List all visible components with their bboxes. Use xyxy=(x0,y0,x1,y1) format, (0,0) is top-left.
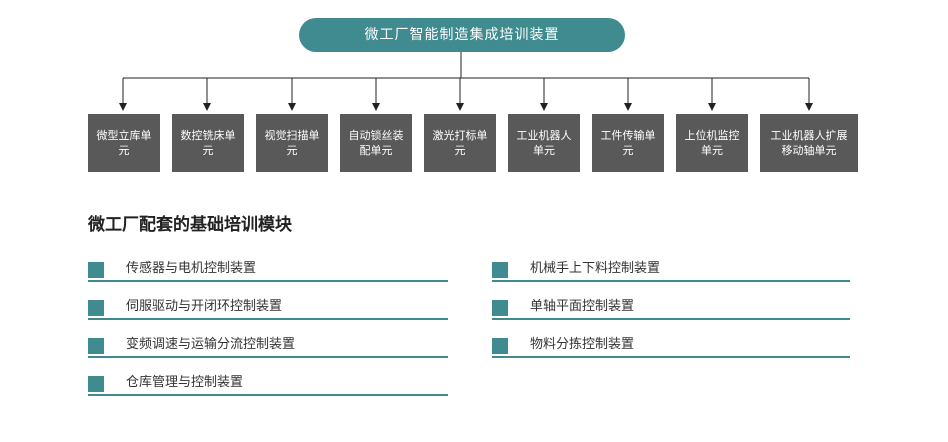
module-label: 物料分拣控制装置 xyxy=(530,337,635,352)
module-square-icon xyxy=(88,376,104,392)
unit-label: 微型立库单元 xyxy=(96,129,152,157)
unit-box: 视觉扫描单元 xyxy=(256,114,328,172)
module-item: 变频调速与运输分流控制装置 xyxy=(88,334,448,358)
connector-arrow xyxy=(540,78,548,111)
section-title: 微工厂配套的基础培训模块 xyxy=(88,215,292,235)
module-item: 仓库管理与控制装置 xyxy=(88,372,448,396)
unit-label: 自动锁丝装配单元 xyxy=(348,129,404,157)
module-square-icon xyxy=(492,262,508,278)
connector-arrow xyxy=(288,78,296,111)
unit-label: 上位机监控单元 xyxy=(684,129,740,157)
unit-box: 数控铣床单元 xyxy=(172,114,244,172)
module-item: 传感器与电机控制装置 xyxy=(88,258,448,282)
module-item: 机械手上下料控制装置 xyxy=(492,258,850,282)
module-square-icon xyxy=(492,300,508,316)
connector-arrow xyxy=(456,78,464,111)
module-label: 变频调速与运输分流控制装置 xyxy=(126,337,296,352)
unit-label: 激光打标单元 xyxy=(432,129,488,157)
unit-label: 工业机器人扩展移动轴单元 xyxy=(770,129,848,157)
connector-arrow xyxy=(805,78,813,111)
module-label: 单轴平面控制装置 xyxy=(530,299,635,314)
root-node-title: 微工厂智能制造集成培训装置 xyxy=(299,18,625,52)
module-square-icon xyxy=(88,338,104,354)
connector-arrow xyxy=(624,78,632,111)
module-square-icon xyxy=(88,262,104,278)
module-item: 物料分拣控制装置 xyxy=(492,334,850,358)
connector-arrow xyxy=(203,78,211,111)
unit-label: 数控铣床单元 xyxy=(180,129,236,157)
module-label: 机械手上下料控制装置 xyxy=(530,261,661,276)
unit-label: 视觉扫描单元 xyxy=(264,129,320,157)
module-square-icon xyxy=(88,300,104,316)
tree-connectors xyxy=(119,52,813,111)
unit-box: 自动锁丝装配单元 xyxy=(340,114,412,172)
unit-label: 工业机器人单元 xyxy=(516,129,572,157)
unit-label: 工件传输单元 xyxy=(600,129,656,157)
module-item: 单轴平面控制装置 xyxy=(492,296,850,320)
module-item: 伺服驱动与开闭环控制装置 xyxy=(88,296,448,320)
unit-box: 微型立库单元 xyxy=(88,114,160,172)
connector-arrow xyxy=(119,78,127,111)
module-label: 仓库管理与控制装置 xyxy=(126,375,244,390)
unit-box: 上位机监控单元 xyxy=(676,114,748,172)
connector-arrow xyxy=(708,78,716,111)
connector-arrow xyxy=(372,78,380,111)
module-label: 传感器与电机控制装置 xyxy=(126,261,257,276)
module-label: 伺服驱动与开闭环控制装置 xyxy=(126,299,283,314)
unit-box: 工业机器人单元 xyxy=(508,114,580,172)
unit-box: 激光打标单元 xyxy=(424,114,496,172)
unit-box: 工件传输单元 xyxy=(592,114,664,172)
module-square-icon xyxy=(492,338,508,354)
unit-box: 工业机器人扩展移动轴单元 xyxy=(760,114,858,172)
